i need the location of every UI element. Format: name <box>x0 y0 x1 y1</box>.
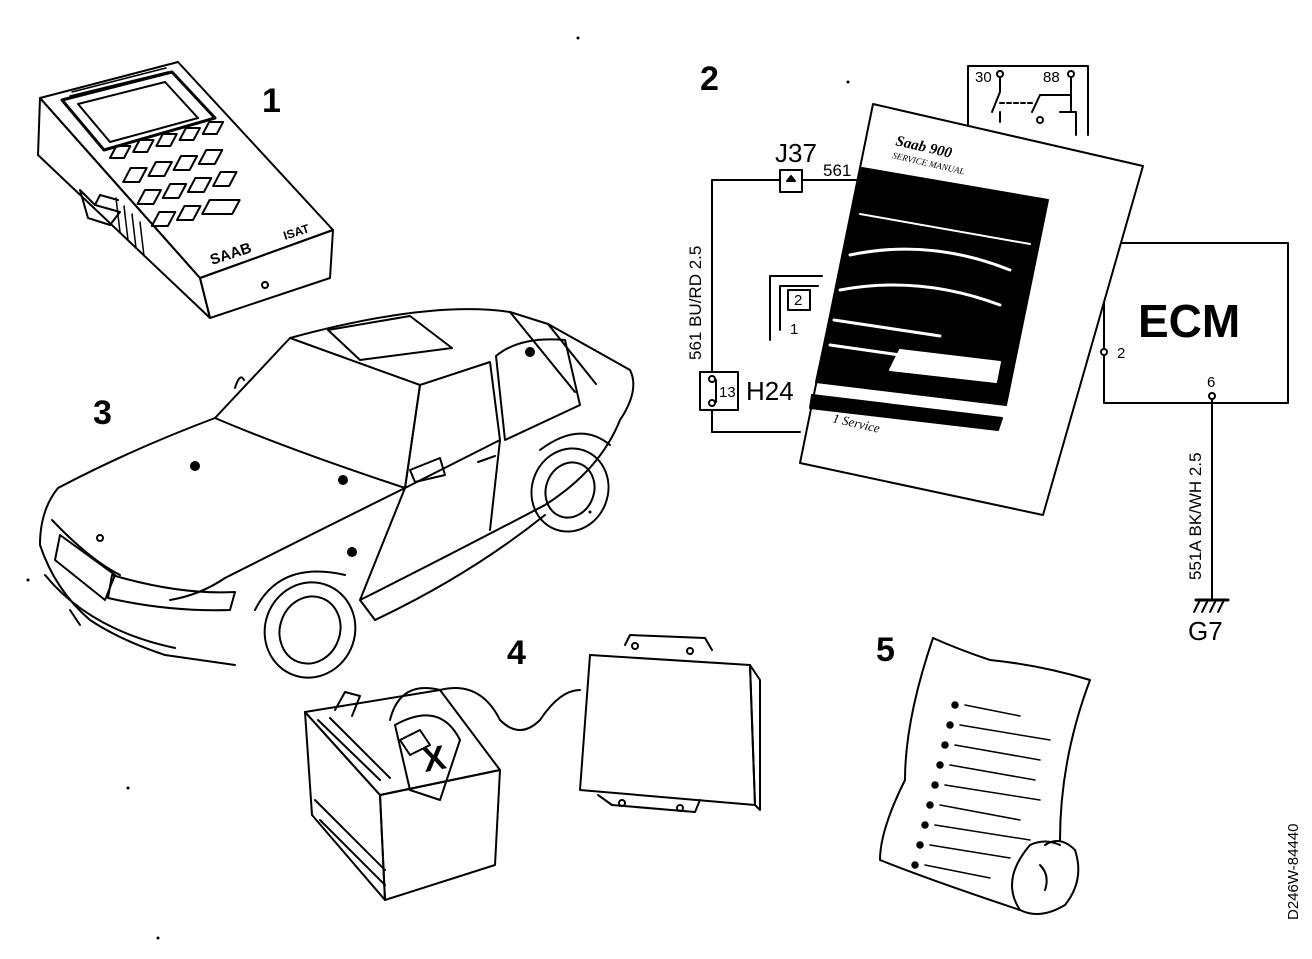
connector-j37-label: J37 <box>775 138 817 168</box>
wire-561-bu-rd-label: 561 BU/RD 2.5 <box>686 246 705 360</box>
ecm-pin-6-label: 6 <box>1207 374 1215 391</box>
wire-561-label: 561 <box>823 161 851 180</box>
item-4-label: 4 <box>507 634 526 672</box>
relay-88-label: 88 <box>1043 69 1060 86</box>
checklist-icon <box>880 638 1090 914</box>
item-1-label: 1 <box>262 82 281 120</box>
pin-13-label: 13 <box>719 384 736 401</box>
item-5-label: 5 <box>876 631 895 669</box>
inner-pin-2-label: 2 <box>794 292 802 309</box>
diagnostic-tester-icon <box>38 62 333 318</box>
service-manual-icon <box>800 104 1143 515</box>
connector-h24-box <box>700 372 738 410</box>
wire-551a-label: 551A BK/WH 2.5 <box>1186 452 1205 580</box>
relay-icon <box>968 66 1088 135</box>
connector-h24-label: H24 <box>746 376 794 406</box>
item-3-label: 3 <box>93 394 112 432</box>
wiring-lines <box>700 170 1288 612</box>
reference-code: D246W-84440 <box>1285 824 1302 920</box>
inner-pin-1-label: 1 <box>790 321 798 338</box>
ecm-pin-2-label: 2 <box>1117 345 1125 362</box>
car-icon <box>40 309 633 690</box>
ground-g7-label: G7 <box>1188 616 1223 646</box>
ecm-label: ECM <box>1138 295 1240 347</box>
scan-specks <box>26 36 850 940</box>
item-2-label: 2 <box>700 60 719 98</box>
tester-brand-text: SAAB <box>208 239 254 268</box>
battery-mark: X <box>420 738 449 779</box>
jump-pack-icon <box>440 635 760 812</box>
battery-icon <box>305 688 500 900</box>
relay-30-label: 30 <box>975 69 992 86</box>
